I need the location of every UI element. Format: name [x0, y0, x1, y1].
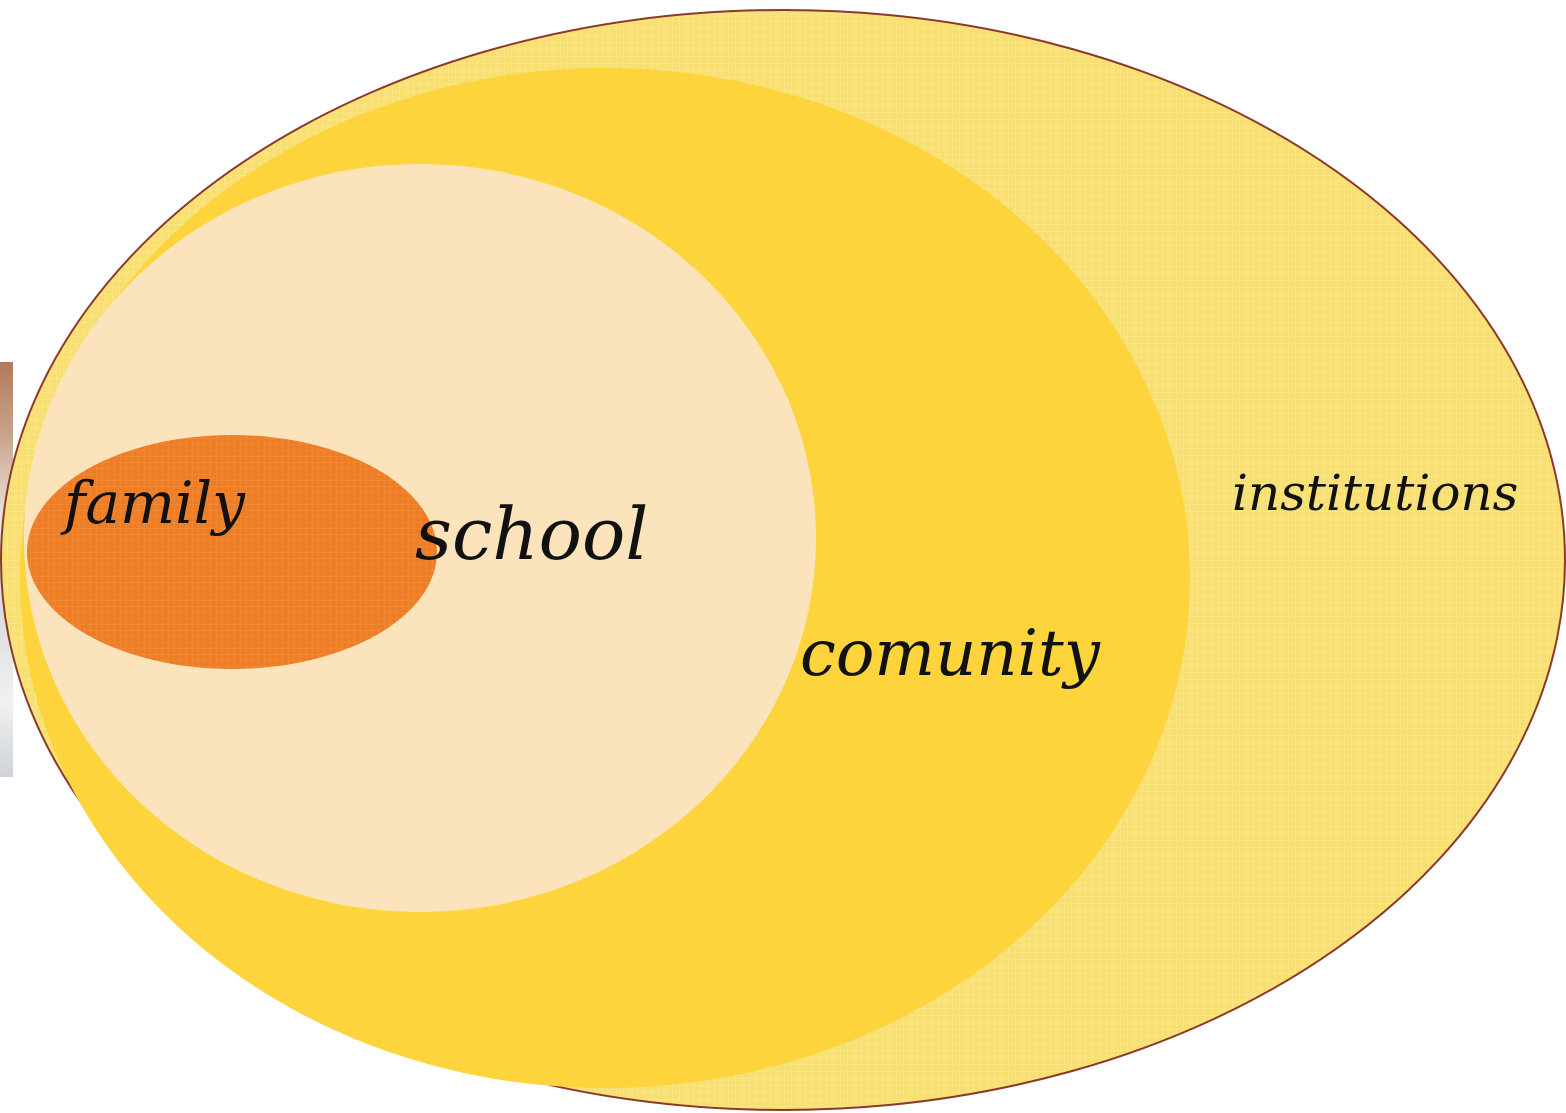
label-family: family	[64, 469, 245, 537]
layer-family	[27, 435, 437, 669]
label-school: school	[415, 492, 649, 576]
label-institutions: institutions	[1232, 464, 1519, 522]
label-comunity: comunity	[800, 617, 1100, 691]
